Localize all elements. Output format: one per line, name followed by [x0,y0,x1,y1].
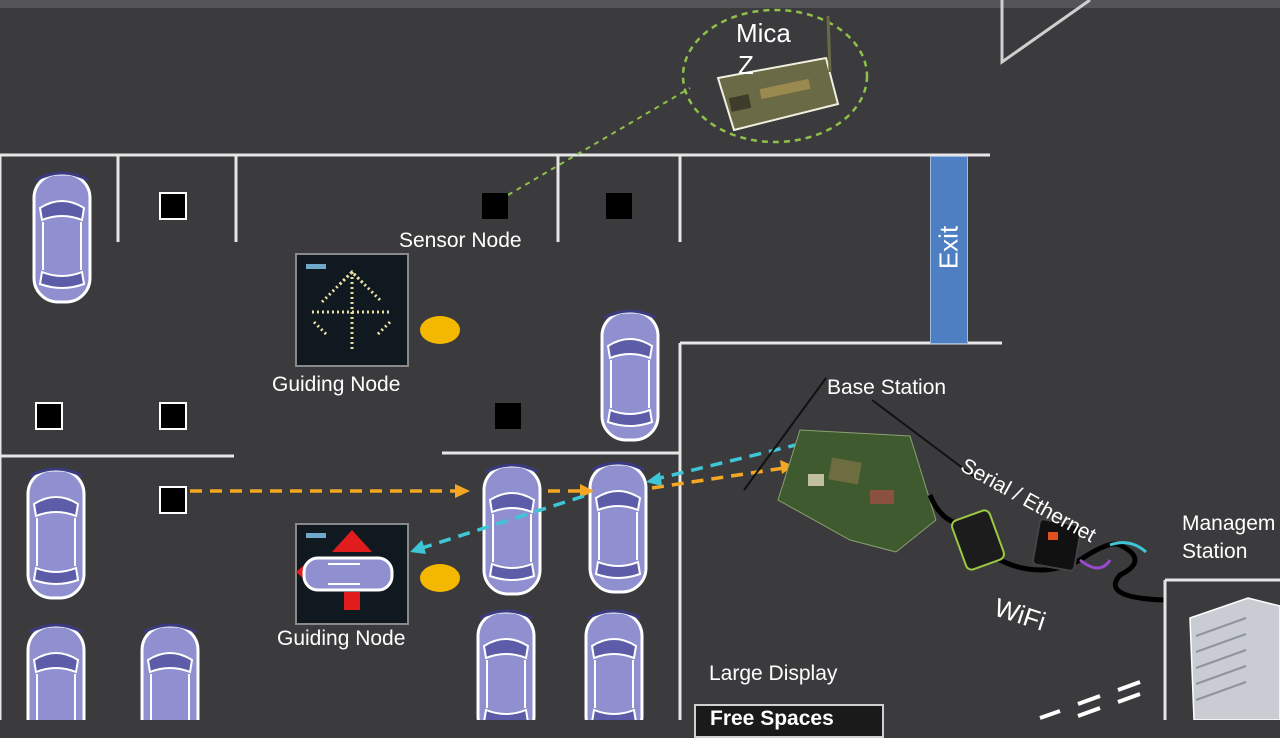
mica-mote-board [716,15,840,132]
guiding-node-label-1: Guiding Node [272,373,401,396]
parked-car [32,171,92,304]
parked-car [482,463,542,596]
sensor-node-icon [495,403,521,429]
orange-arrowhead [780,460,794,474]
cyan-arrowhead [646,472,662,486]
base-station-board [743,377,977,553]
sensor-node-icon [159,192,187,220]
sensor-node-icon [35,402,63,430]
sensor-node-icon [482,193,508,219]
parked-car [600,309,660,442]
base-station-label: Base Station [827,376,947,399]
exit-sign: Exit [930,156,968,344]
building-outline [1000,0,1091,65]
guiding-indicator-2 [420,564,460,592]
management-station [1163,578,1280,720]
sensor-node-icon [159,402,187,430]
sensor-node-icon [606,193,632,219]
parked-car [26,467,86,600]
serial-ethernet-cable [927,494,1166,603]
parked-car [584,609,644,720]
cyan-arrowhead [410,540,426,554]
guiding-node-1 [295,253,409,367]
large-display-screen: Free Spaces [694,704,884,738]
mica-label: Mica [736,18,791,48]
large-display-label: Large Display [709,662,838,685]
sensor-node-label: Sensor Node [399,229,522,252]
sensor-node-icon [159,486,187,514]
orange-arrowhead [455,484,470,498]
wifi-signal-marks [1039,680,1141,720]
orange-data-arrows [190,466,785,493]
management-station-label-1: Managem [1182,512,1276,535]
cyan-data-arrows [421,442,801,550]
mica-z-label: Z [738,50,754,80]
mica-link [507,87,691,196]
guiding-indicator-1 [420,316,460,344]
parked-car [26,623,86,720]
parking-lines [0,153,1002,720]
guiding-node-label-2: Guiding Node [277,627,406,650]
parking-system-diagram [0,0,1280,720]
parked-car [476,609,536,720]
guiding-node-2 [295,523,409,625]
parked-car [588,461,648,594]
mica-mote-circle [681,8,869,144]
parked-car [140,623,200,720]
exit-label: Exit [933,225,964,270]
large-display-text: Free Spaces [710,707,834,730]
management-station-label-2: Station [1182,540,1248,563]
